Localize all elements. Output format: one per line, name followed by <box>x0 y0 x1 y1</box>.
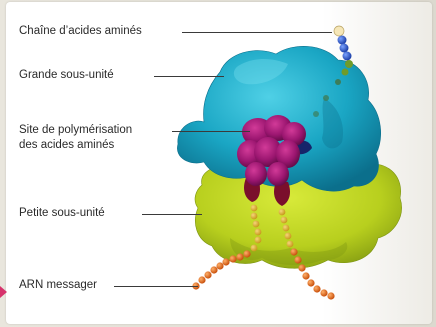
label-polymerisation-site-line-1: Site de polymérisation <box>19 123 132 138</box>
label-polymerisation-site: Site de polymérisation des acides aminés <box>19 123 132 153</box>
label-small-subunit: Petite sous-unité <box>19 206 105 221</box>
page-edge-marker <box>0 286 7 298</box>
leader-polymerisation-site <box>172 131 250 132</box>
label-polymerisation-site-line-2: des acides aminés <box>19 138 132 153</box>
label-large-subunit: Grande sous-unité <box>19 68 114 83</box>
figure-panel: Chaîne d’acides aminés Grande sous-unité… <box>6 2 432 324</box>
leader-amino-acid-chain <box>182 32 332 33</box>
leader-large-subunit <box>154 76 224 77</box>
leader-small-subunit <box>142 214 202 215</box>
leader-mrna <box>114 286 198 287</box>
label-mrna: ARN messager <box>19 278 97 293</box>
label-amino-acid-chain: Chaîne d’acides aminés <box>19 24 142 39</box>
ribosome-illustration <box>6 2 432 324</box>
